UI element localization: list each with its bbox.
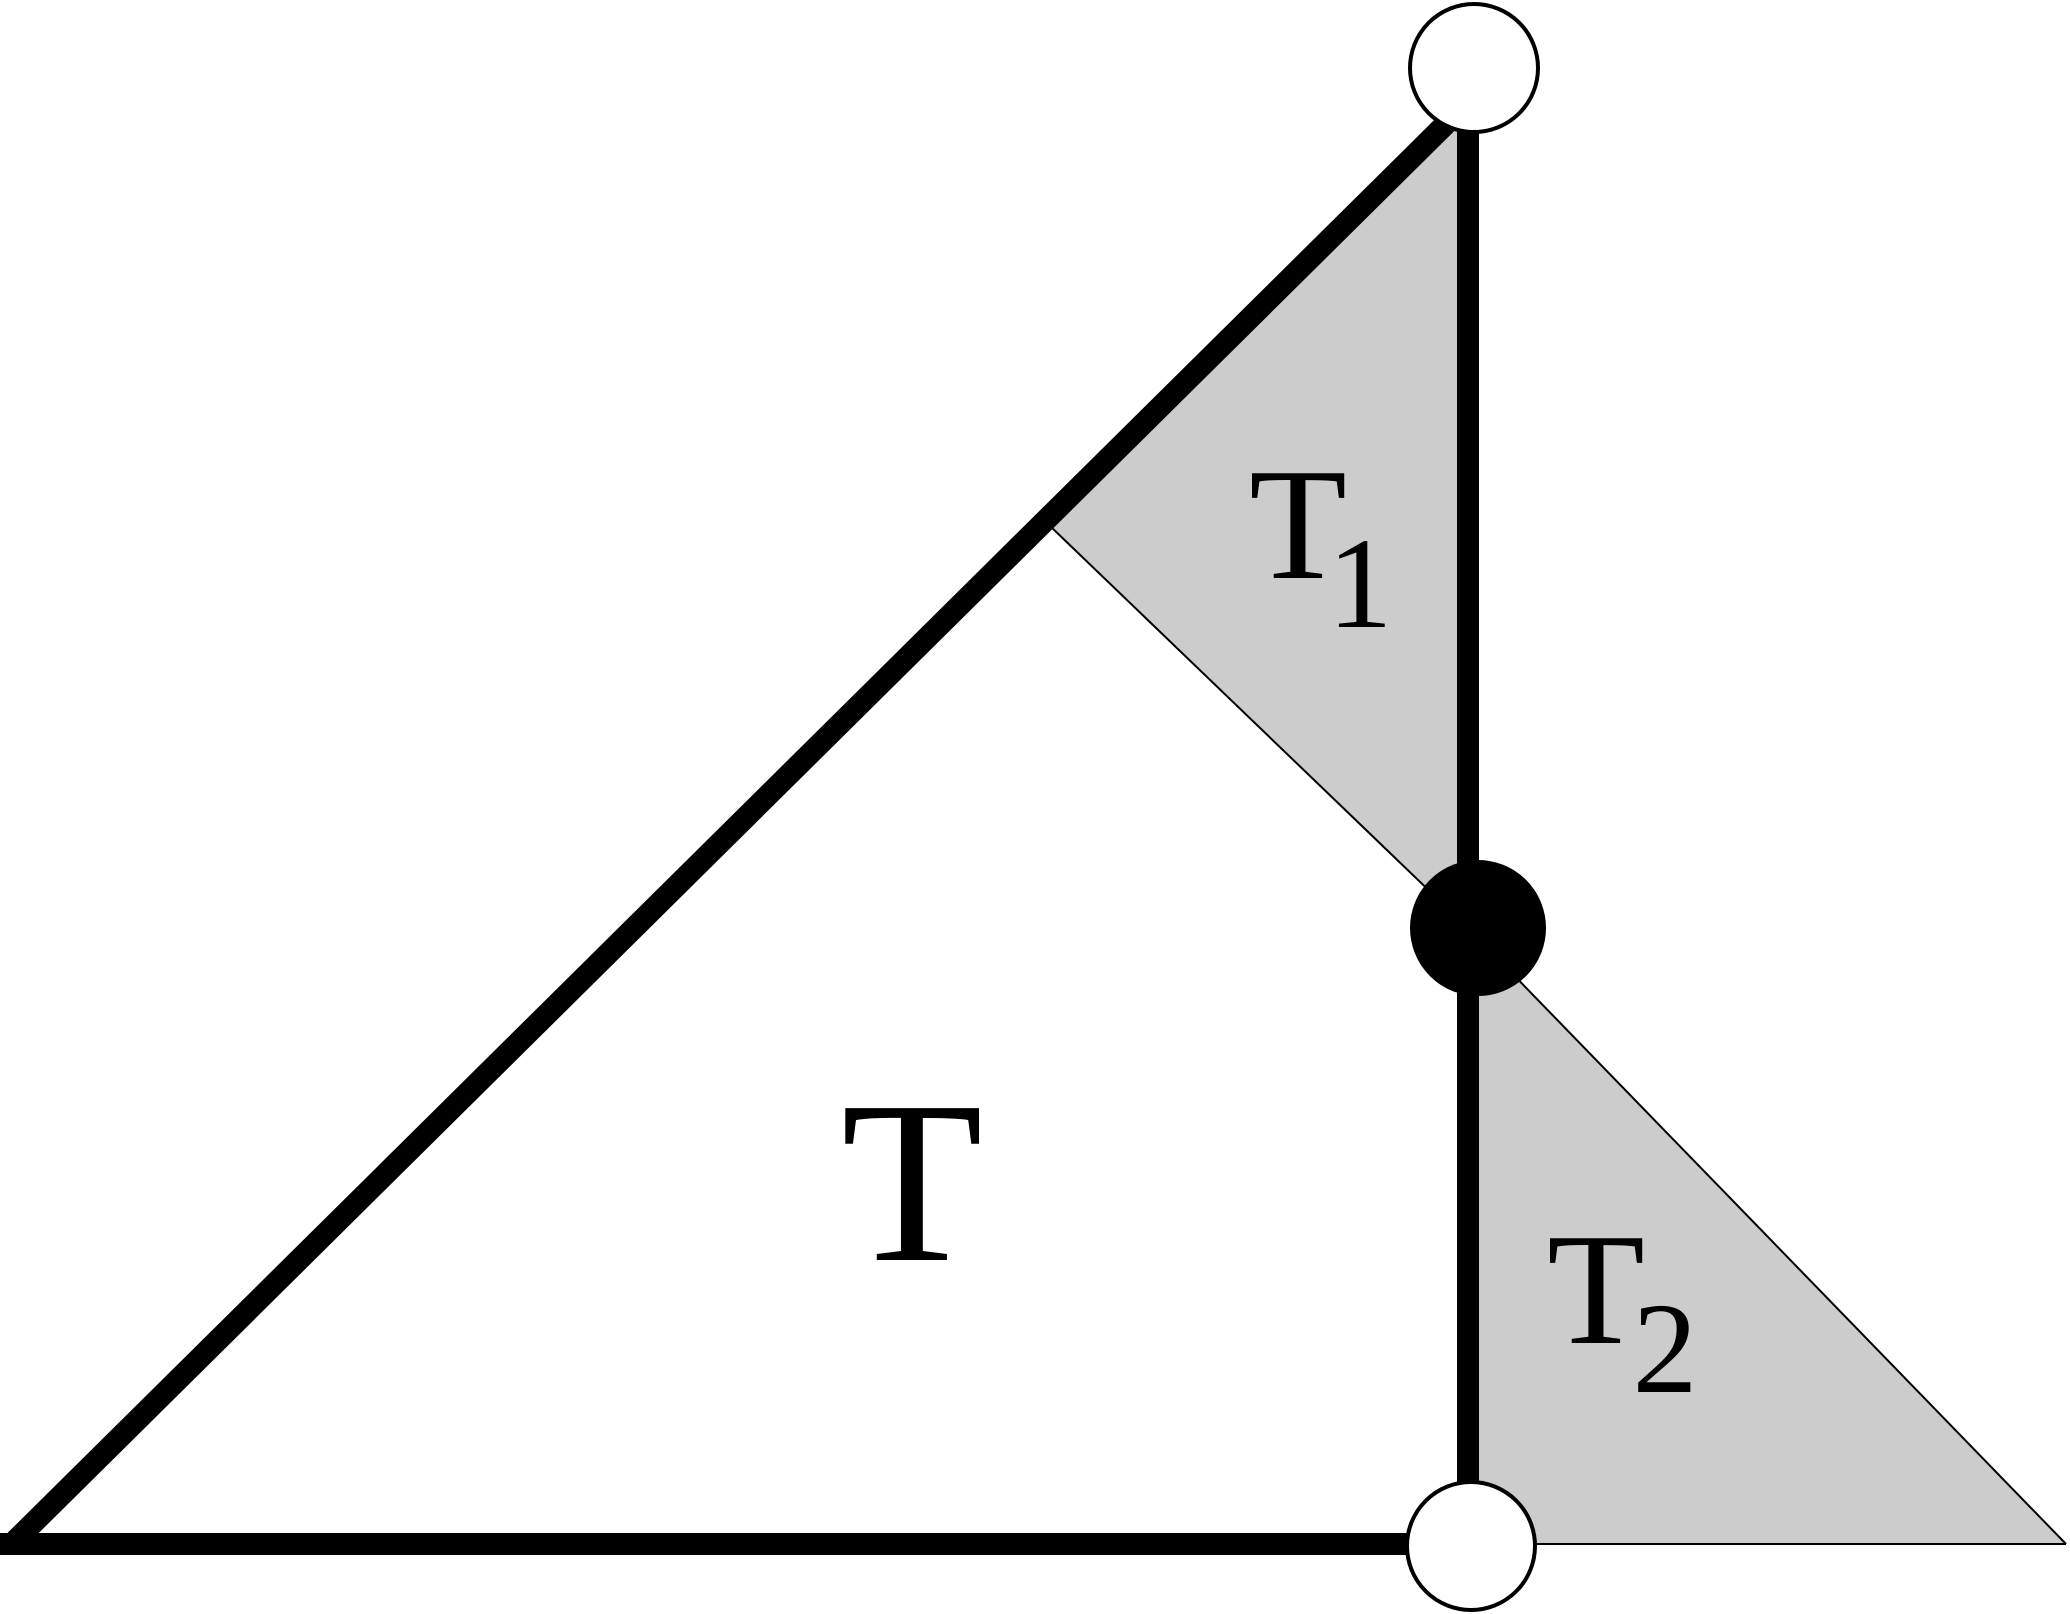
thick-hypotenuse (4, 92, 1478, 1552)
middle-filled-vertex (1410, 860, 1546, 996)
thin-hypotenuse-t2 (1467, 927, 2067, 1545)
label-t1: T (1249, 435, 1347, 613)
bottom-open-vertex (1405, 1480, 1537, 1612)
shaded-triangle-t1 (1050, 104, 1468, 928)
top-open-vertex (1408, 2, 1540, 134)
thin-divider-t-t1 (1049, 525, 1469, 929)
label-t: T (841, 1054, 983, 1311)
label-t1-base: T (1249, 435, 1347, 613)
label-t2-base: T (1547, 1200, 1645, 1378)
label-t2: T (1547, 1200, 1645, 1378)
label-t2-subscript: 2 (1633, 1277, 1698, 1421)
label-t1-subscript: 1 (1328, 512, 1393, 656)
